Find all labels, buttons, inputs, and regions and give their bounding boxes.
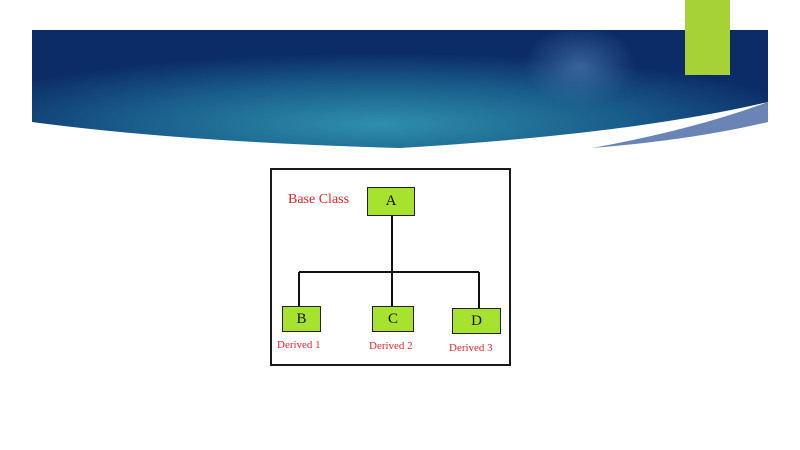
node-d: D bbox=[452, 308, 501, 334]
derived-1-label: Derived 1 bbox=[277, 339, 321, 351]
derived-2-label: Derived 2 bbox=[369, 340, 413, 352]
node-c: C bbox=[372, 306, 414, 332]
node-b: B bbox=[282, 306, 321, 332]
derived-3-label: Derived 3 bbox=[449, 342, 493, 354]
header-banner bbox=[32, 30, 768, 148]
node-a: A bbox=[367, 187, 415, 216]
connector-lines bbox=[298, 215, 480, 308]
accent-bar bbox=[685, 0, 730, 75]
base-class-label: Base Class bbox=[288, 192, 350, 207]
inheritance-diagram: Base Class A B C D Derived 1 Derived 2 D… bbox=[270, 168, 511, 366]
